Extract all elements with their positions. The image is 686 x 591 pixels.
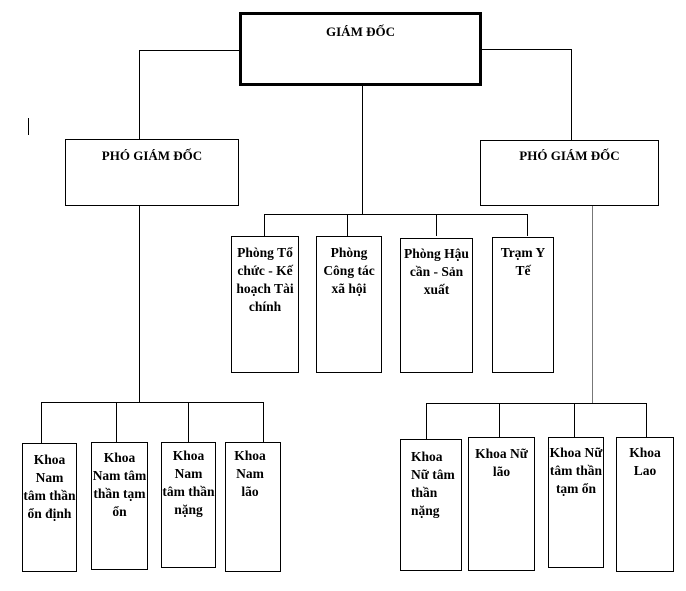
deputy-director-left-box: PHÓ GIÁM ĐỐC (65, 139, 239, 206)
connector (646, 403, 647, 439)
connector (139, 205, 140, 402)
connector (527, 214, 528, 236)
connector (574, 403, 575, 439)
ward-label: Khoa Nữ tâm thần nặng (411, 449, 455, 518)
department-label: Trạm Y Tế (500, 245, 546, 278)
connector (264, 214, 528, 215)
connector (116, 402, 117, 443)
ward-label: Khoa Nam tâm thần ổn định (23, 452, 76, 521)
department-box: Phòng Tổ chức - Kế hoạch Tài chính (231, 236, 299, 373)
ward-box: Khoa Nam tâm thần nặng (161, 442, 216, 568)
department-box: Phòng Công tác xã hội (316, 236, 382, 373)
connector (264, 214, 265, 236)
connector (426, 403, 647, 404)
ward-box: Khoa Lao (616, 437, 674, 572)
director-label: GIÁM ĐỐC (326, 24, 395, 39)
connector (499, 403, 500, 439)
department-label: Phòng Công tác xã hội (323, 245, 375, 296)
department-label: Phòng Hậu cần - Sản xuất (404, 246, 469, 297)
ward-label: Khoa Nữ tâm thần tạm ổn (549, 445, 603, 496)
connector (41, 402, 264, 403)
department-box: Trạm Y Tế (492, 237, 554, 373)
connector (263, 402, 264, 443)
deputy-director-left-label: PHÓ GIÁM ĐỐC (101, 148, 203, 163)
ward-box: Khoa Nữ tâm thần nặng (400, 439, 462, 571)
ward-label: Khoa Nữ lão (475, 446, 528, 479)
connector (188, 402, 189, 443)
ward-box: Khoa Nam lão (225, 442, 281, 572)
ward-label: Khoa Nam tâm thần nặng (162, 448, 215, 517)
connector (139, 50, 140, 140)
ward-box: Khoa Nam tâm thần tạm ổn (91, 442, 148, 570)
ward-label: Khoa Nam tâm thần tạm ổn (92, 450, 147, 519)
deputy-director-right-box: PHÓ GIÁM ĐỐC (480, 140, 659, 206)
ward-box: Khoa Nam tâm thần ổn định (22, 443, 77, 572)
connector (426, 403, 427, 439)
connector (347, 214, 348, 236)
connector (481, 49, 572, 50)
ward-box: Khoa Nữ tâm thần tạm ổn (548, 437, 604, 568)
connector (41, 402, 42, 443)
connector (592, 205, 593, 403)
department-label: Phòng Tổ chức - Kế hoạch Tài chính (236, 245, 294, 314)
connector (139, 50, 240, 51)
connector (436, 214, 437, 236)
ward-box: Khoa Nữ lão (468, 437, 535, 571)
text-cursor (28, 118, 29, 135)
ward-label: Khoa Lao (629, 445, 661, 478)
connector (571, 49, 572, 140)
connector (362, 84, 363, 214)
director-box: GIÁM ĐỐC (239, 12, 482, 86)
deputy-director-right-label: PHÓ GIÁM ĐỐC (519, 148, 620, 163)
ward-label: Khoa Nam lão (234, 448, 266, 499)
department-box: Phòng Hậu cần - Sản xuất (400, 238, 473, 373)
